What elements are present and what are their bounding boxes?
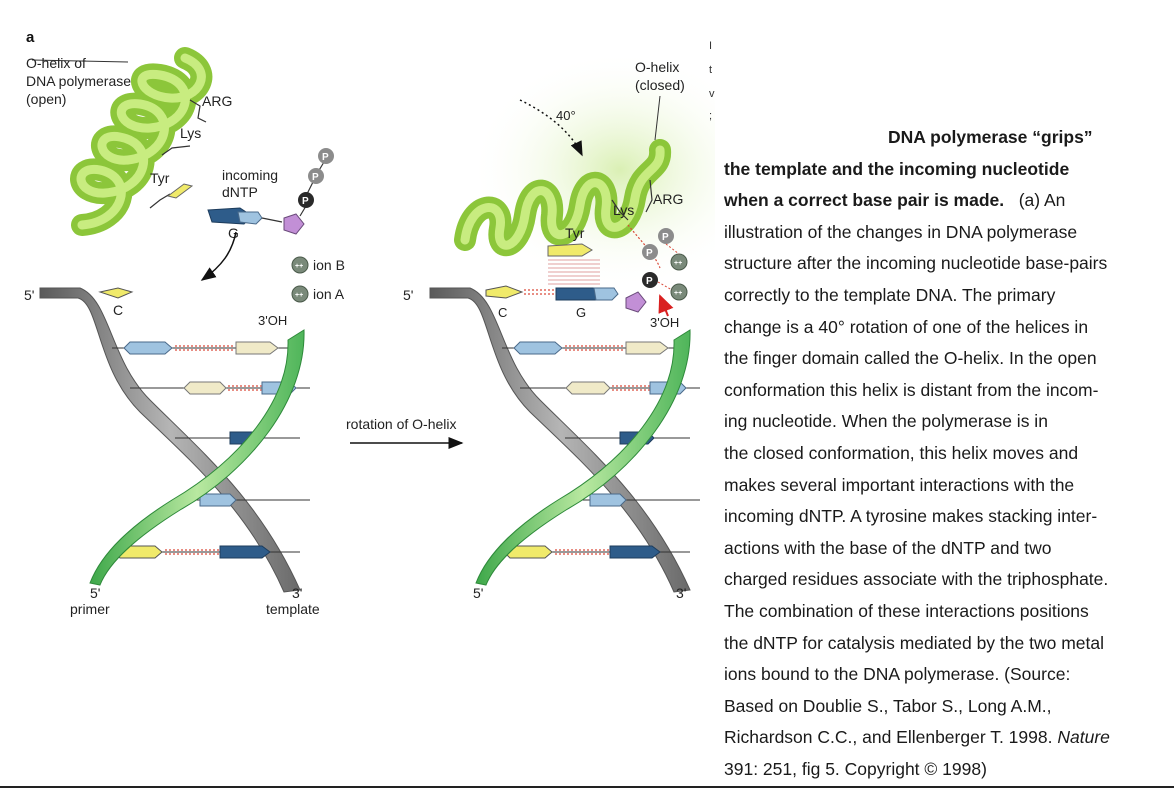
svg-text:++: ++	[295, 292, 303, 299]
arg-label-right: ARG	[653, 191, 683, 207]
o-helix-open	[70, 47, 213, 236]
template-label: template	[266, 601, 320, 617]
five-prime-top-right: 5'	[403, 287, 413, 303]
base-c-right: C	[498, 305, 507, 320]
rotation-arrow-label: rotation of O-helix	[346, 416, 457, 432]
primer-strand-right	[475, 329, 691, 586]
bottom-three-prime-right: 3'	[676, 585, 686, 601]
o-helix-closed-label-1: O-helix	[635, 59, 679, 75]
caption-body-line-2: structure after the incoming nucleotide …	[724, 253, 1108, 274]
caption-body-line-5: the finger domain called the O-helix. In…	[724, 348, 1097, 369]
catalysis-arrow	[658, 294, 674, 317]
phosphate-3-right	[658, 228, 674, 244]
template-three-prime: 3'	[292, 585, 302, 601]
o-helix-open-label-3: (open)	[26, 91, 66, 107]
o-helix-closed	[454, 139, 672, 257]
caption-body-line-6: conformation this helix is distant from …	[724, 379, 1099, 400]
o-helix-open-label-1: O-helix of	[26, 55, 86, 71]
o-helix-closed-label-2: (closed)	[635, 77, 685, 93]
edge-mark-1: I	[709, 40, 713, 52]
left-panel-open: O-helix of DNA polymerase (open) ARG Lys…	[24, 47, 345, 617]
primer-strand-left	[89, 329, 305, 586]
caption-body-line-12: charged residues associate with the trip…	[724, 569, 1109, 590]
lys-label-left: Lys	[180, 125, 201, 141]
svg-text:P: P	[322, 152, 329, 163]
phosphate-3-left	[318, 148, 334, 164]
caption-body-line-16: Based on Doublie S., Tabor S., Long A.M.…	[724, 695, 1052, 716]
dna-polymerase-figure: a O-helix of DNA polymerase (open) ARG L…	[24, 29, 715, 617]
caption-title-line-3: when a correct base pair is made.	[724, 190, 1005, 211]
svg-text:P: P	[646, 248, 653, 259]
caption-body-line-8: the closed conformation, this helix move…	[724, 442, 1079, 463]
ion-a-right-icon	[670, 283, 688, 301]
base-g-left: G	[228, 225, 239, 241]
bottom-five-prime-right: 5'	[473, 585, 483, 601]
ion-b-icon	[291, 256, 309, 274]
caption-title-line-2: the template and the incoming nucleotide	[724, 158, 1070, 179]
svg-text:P: P	[662, 232, 669, 243]
caption-ref-pre: Richardson C.C., and Ellenberger T. 1998…	[724, 727, 1053, 748]
bottom-rule	[0, 786, 1174, 788]
caption-ref-last: 391: 251, fig 5. Copyright © 1998)	[724, 758, 987, 779]
ion-a-label: ion A	[313, 286, 345, 302]
arg-label-left: ARG	[202, 93, 232, 109]
panel-letter: a	[26, 29, 35, 46]
base-pairs-left: C	[98, 287, 310, 559]
caption-body-line-13: The combination of these interactions po…	[724, 600, 1089, 621]
three-oh-left: 3'OH	[258, 313, 287, 328]
o-helix-open-label-2: DNA polymerase	[26, 73, 131, 89]
phosphate-2-left	[308, 168, 324, 184]
edge-mark-2: t	[709, 64, 713, 76]
primer-five-prime: 5'	[90, 585, 100, 601]
caption-title-line-1: DNA polymerase “grips”	[888, 127, 1093, 147]
caption-body-line-4: change is a 40° rotation of one of the h…	[724, 316, 1089, 337]
template-strand-right	[429, 287, 691, 593]
ion-a-icon	[291, 285, 309, 303]
five-prime-top-left: 5'	[24, 287, 34, 303]
caption-ref-journal: Nature	[1057, 727, 1110, 748]
caption-line-3-rest: (a) An	[1018, 190, 1066, 211]
phosphate-1-right	[642, 272, 658, 288]
three-oh-right: 3'OH	[650, 315, 679, 330]
caption-body-line-7: ing nucleotide. When the polymerase is i…	[724, 411, 1048, 432]
phosphate-2-right	[642, 244, 658, 260]
svg-text:P: P	[646, 276, 653, 287]
stacking-interaction	[548, 259, 600, 285]
caption-body-line-9: makes several important interactions wit…	[724, 474, 1075, 495]
base-g-right: G	[576, 305, 586, 320]
edge-mark-3: v	[709, 88, 715, 100]
caption-body-line-11: actions with the base of the dNTP and tw…	[724, 537, 1052, 558]
svg-text:++: ++	[674, 260, 682, 267]
caption-body-line-14: the dNTP for catalysis mediated by the t…	[724, 632, 1104, 653]
caption-body-line-15: ions bound to the DNA polymerase. (Sourc…	[724, 664, 1071, 685]
template-strand-left	[39, 287, 301, 593]
svg-text:++: ++	[674, 290, 682, 297]
caption-body-line-10: incoming dNTP. A tyrosine makes stacking…	[724, 506, 1098, 527]
ion-b-label: ion B	[313, 257, 345, 273]
phosphate-1-left	[298, 192, 314, 208]
right-panel-closed: O-helix (closed) 40° ARG Lys Tyr P P P	[403, 50, 715, 601]
caption-body-line-1: illustration of the changes in DNA polym…	[724, 221, 1078, 242]
primer-label: primer	[70, 601, 110, 617]
caption-body-line-3: correctly to the template DNA. The prima…	[724, 284, 1056, 305]
incoming-label-2: dNTP	[222, 184, 258, 200]
caption-line-3: when a correct base pair is made. (a) An	[724, 185, 1170, 217]
tyr-label-left: Tyr	[150, 170, 170, 186]
svg-text:P: P	[302, 196, 309, 207]
figure-caption: DNA polymerase “grips” the template and …	[724, 122, 1170, 785]
angle-label: 40°	[556, 108, 576, 123]
svg-text:P: P	[312, 172, 319, 183]
svg-text:++: ++	[295, 263, 303, 270]
lys-label-right: Lys	[613, 202, 634, 218]
base-pairs-right: C G	[485, 285, 700, 559]
incoming-label-1: incoming	[222, 167, 278, 183]
edge-mark-4: ;	[709, 110, 713, 122]
base-c-left: C	[113, 302, 123, 318]
tyr-label-right: Tyr	[565, 225, 585, 241]
caption-reference-line: Richardson C.C., and Ellenberger T. 1998…	[724, 722, 1170, 754]
